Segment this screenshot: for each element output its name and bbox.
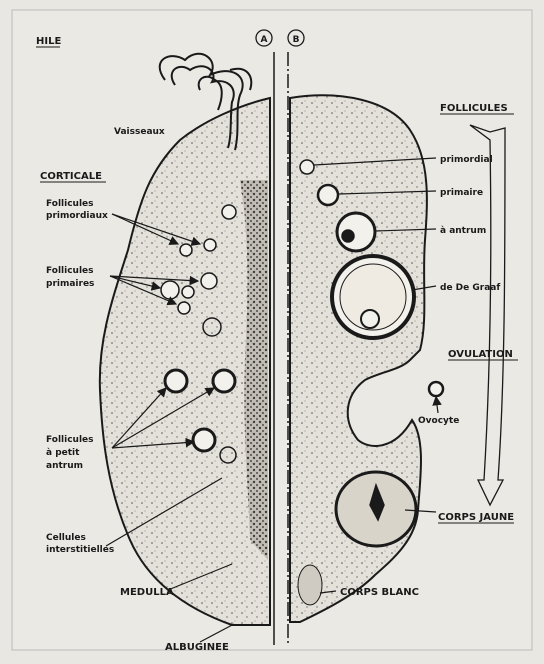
follicle-primordial-r [300, 160, 314, 174]
label-follicules-antrum-1: Follicules [46, 435, 94, 445]
svg-text:B: B [293, 35, 300, 45]
label-follicules-primordiaux-2: primordiaux [46, 211, 108, 221]
label-cellules-2: interstitielles [46, 545, 114, 555]
follicle-small-antrum-3 [193, 429, 215, 451]
follicle-primordial-1 [222, 205, 236, 219]
label-a-antrum: à antrum [440, 226, 486, 236]
follicle-primaire-r [318, 185, 338, 205]
label-medulla: MEDULLA [120, 587, 174, 598]
oocyte-antrum [342, 230, 354, 242]
label-ovulation: OVULATION [448, 349, 513, 360]
label-follicules-primordiaux-1: Follicules [46, 199, 94, 209]
follicle-primary-4 [178, 302, 190, 314]
follicle-primary-3 [201, 273, 217, 289]
label-albuginee: ALBUGINEE [165, 642, 229, 653]
label-ovocyte: Ovocyte [418, 416, 459, 426]
label-follicules-header: FOLLICULES [440, 103, 508, 114]
label-vaisseaux: Vaisseaux [114, 127, 165, 137]
follicle-primary-1 [161, 281, 179, 299]
label-corticale: CORTICALE [40, 171, 102, 182]
label-primordial: primordial [440, 155, 493, 165]
label-primaire: primaire [440, 188, 483, 198]
follicle-primordial-2 [180, 244, 192, 256]
label-cellules-1: Cellules [46, 533, 86, 543]
ovocyte-released [429, 382, 443, 396]
label-de-graaf: de De Graaf [440, 283, 500, 293]
label-follicules-antrum-3: antrum [46, 461, 83, 471]
follicle-small-antrum-2 [213, 370, 235, 392]
corps-blanc [298, 565, 322, 605]
oocyte-de-graaf [361, 310, 379, 328]
label-corps-jaune: CORPS JAUNE [438, 512, 514, 523]
label-hile: HILE [36, 36, 61, 47]
label-follicules-primaires-2: primaires [46, 279, 94, 289]
follicle-primary-2 [182, 286, 194, 298]
label-follicules-primaires-1: Follicules [46, 266, 94, 276]
svg-text:A: A [261, 35, 268, 45]
label-corps-blanc: CORPS BLANC [340, 587, 419, 598]
label-follicules-antrum-2: à petit [46, 448, 80, 458]
follicle-small-antrum-1 [165, 370, 187, 392]
follicle-primordial-3 [204, 239, 216, 251]
